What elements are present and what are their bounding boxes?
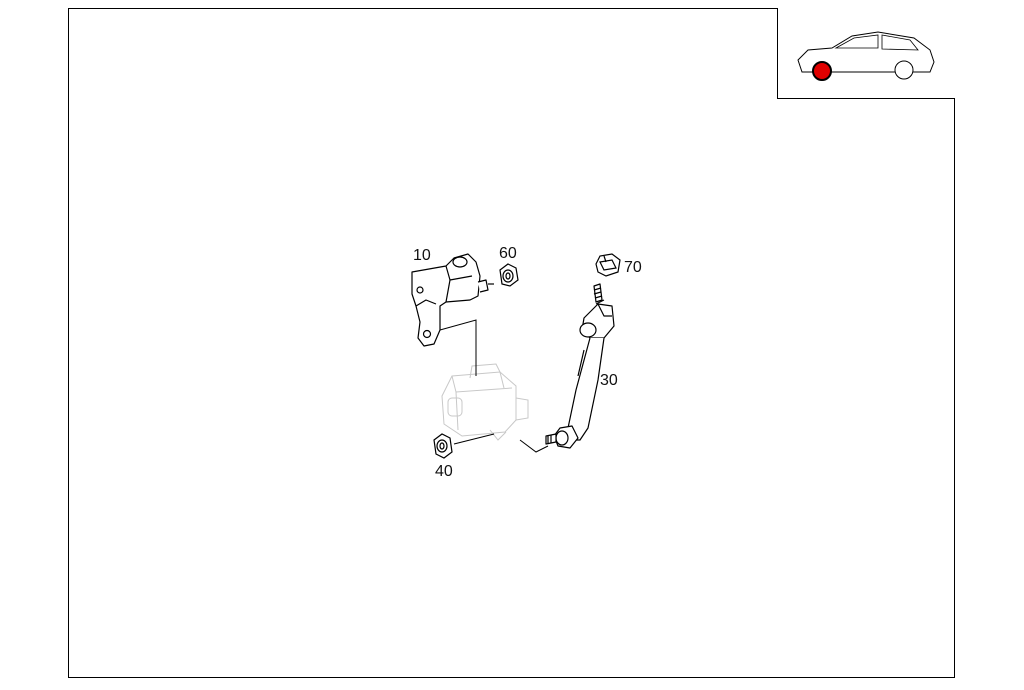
callout-60[interactable]: 60 [499,245,517,262]
vehicle-locator [777,8,955,99]
rear-wheel-highlight-icon [812,61,832,81]
level-sensor-ghost [441,363,529,441]
callout-40[interactable]: 40 [435,463,453,480]
leader-lines [439,299,605,453]
diagram-frame [68,8,955,678]
callout-70[interactable]: 70 [624,259,642,276]
callout-30[interactable]: 30 [600,372,618,389]
callout-10[interactable]: 10 [413,247,431,264]
coupling-rod-part-30 [545,283,615,449]
nut-part-40 [433,433,453,459]
clip-nut-part-70 [595,253,621,277]
bracket-part-10 [411,253,494,347]
nut-part-60 [499,263,519,287]
car-side-icon [797,31,935,81]
